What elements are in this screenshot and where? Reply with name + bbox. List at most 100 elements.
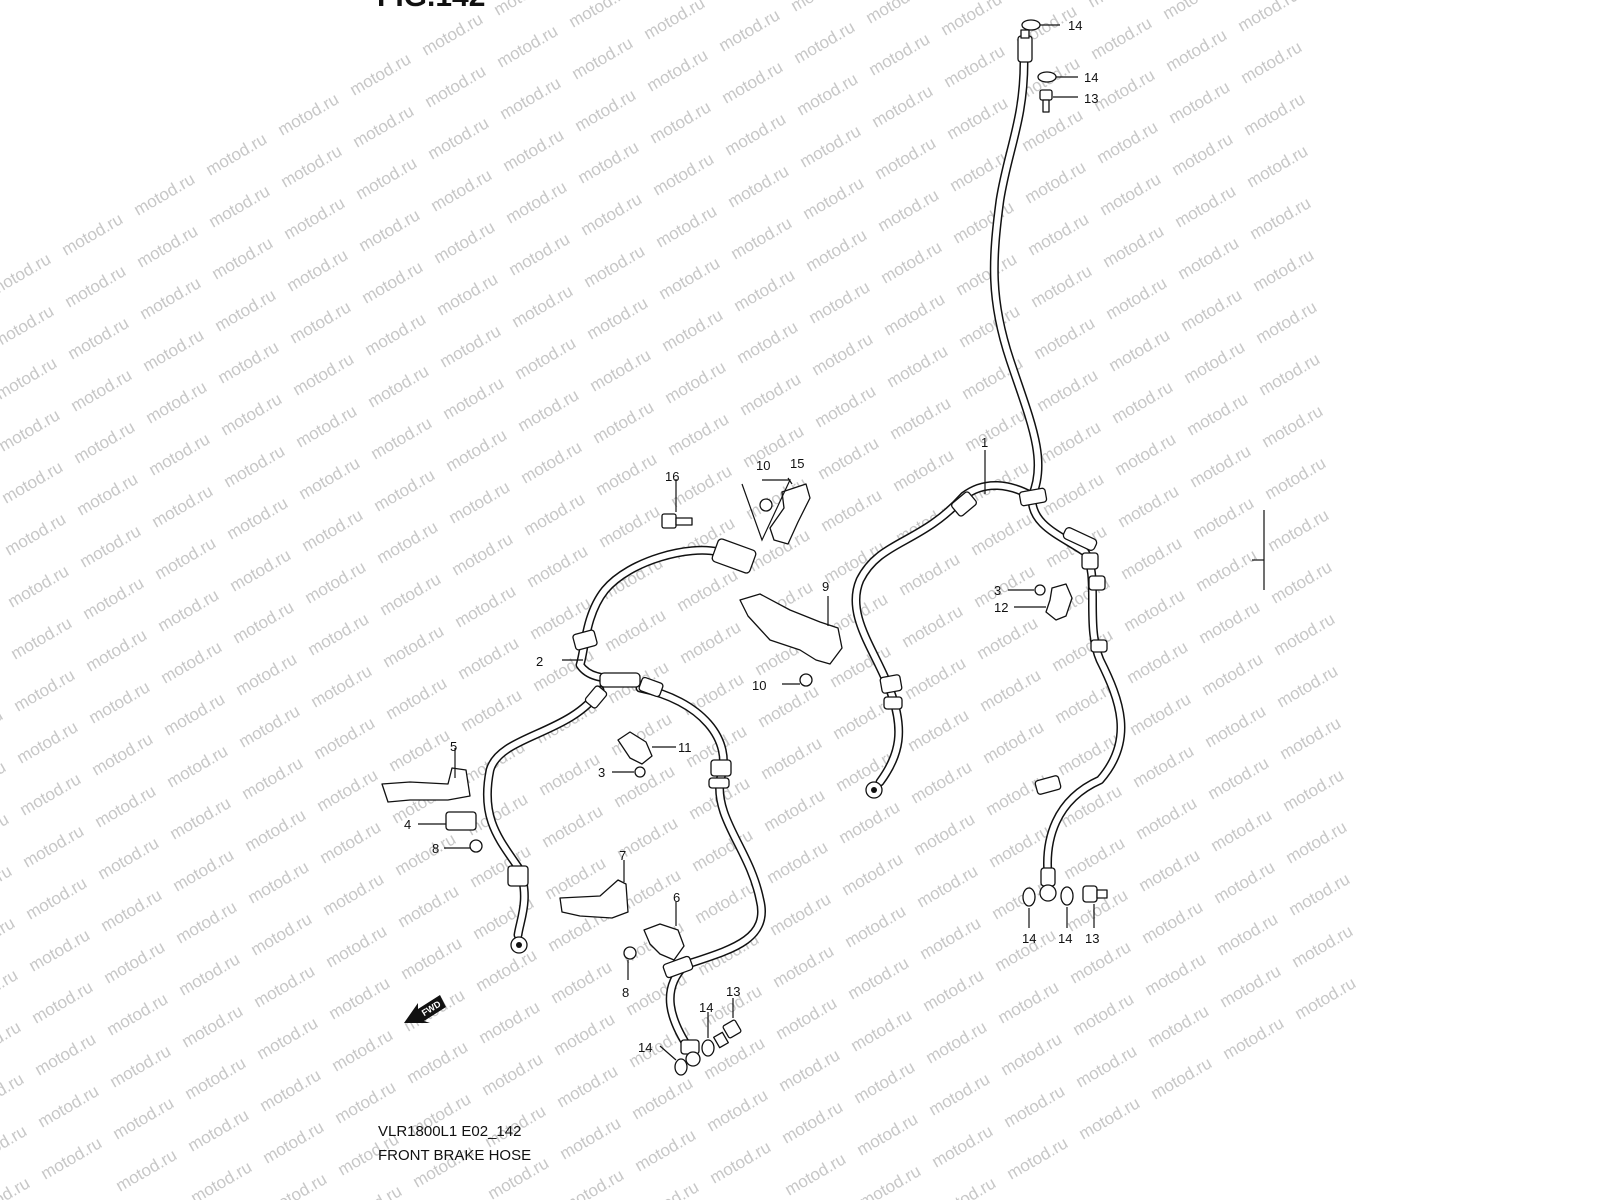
watermark-text: motod.ru bbox=[770, 941, 838, 991]
watermark-text: motod.ru bbox=[956, 301, 1024, 351]
watermark-text: motod.ru bbox=[380, 621, 448, 671]
callout-11: 11 bbox=[678, 740, 692, 755]
watermark-text: motod.ru bbox=[0, 705, 6, 755]
watermark-text: motod.ru bbox=[395, 881, 463, 931]
watermark-text: motod.ru bbox=[773, 993, 841, 1043]
watermark-text: motod.ru bbox=[881, 289, 949, 339]
watermark-text: motod.ru bbox=[1268, 557, 1336, 607]
watermark-text: motod.ru bbox=[788, 0, 856, 15]
watermark-text: motod.ru bbox=[1196, 597, 1264, 647]
watermark-text: motod.ru bbox=[1109, 377, 1177, 427]
callout-8: 8 bbox=[622, 985, 629, 1000]
clamp-6 bbox=[643, 923, 685, 961]
watermark-text: motod.ru bbox=[311, 713, 379, 763]
watermark-text: motod.ru bbox=[1181, 337, 1249, 387]
watermark-text: motod.ru bbox=[1259, 401, 1327, 451]
watermark-text: motod.ru bbox=[776, 1045, 844, 1095]
watermark-text: motod.ru bbox=[869, 81, 937, 131]
watermark-text: motod.ru bbox=[428, 165, 496, 215]
watermark-text: motod.ru bbox=[1019, 105, 1087, 155]
watermark-text: motod.ru bbox=[518, 437, 586, 487]
watermark-text: motod.ru bbox=[20, 821, 88, 871]
watermark-text: motod.ru bbox=[932, 1173, 1000, 1200]
watermark-text: motod.ru bbox=[473, 945, 541, 995]
watermark-text: motod.ru bbox=[854, 1109, 922, 1159]
screw-8-bottom bbox=[623, 946, 637, 960]
callout-14: 14 bbox=[1058, 931, 1072, 946]
callout-12: 12 bbox=[994, 600, 1008, 615]
watermark-text: motod.ru bbox=[434, 269, 502, 319]
watermark-text: motod.ru bbox=[260, 1117, 328, 1167]
watermark-text: motod.ru bbox=[506, 229, 574, 279]
watermark-text: motod.ru bbox=[779, 1097, 847, 1147]
watermark-text: motod.ru bbox=[176, 949, 244, 999]
watermark-text: motod.ru bbox=[320, 869, 388, 919]
watermark-text: motod.ru bbox=[968, 509, 1036, 559]
watermark-text: motod.ru bbox=[500, 125, 568, 175]
watermark-text: motod.ru bbox=[281, 193, 349, 243]
watermark-text: motod.ru bbox=[68, 365, 136, 415]
watermark-text: motod.ru bbox=[503, 177, 571, 227]
watermark-text: motod.ru bbox=[305, 609, 373, 659]
watermark-text: motod.ru bbox=[0, 249, 54, 299]
watermark-text: motod.ru bbox=[554, 1061, 622, 1111]
leader-lines bbox=[418, 24, 1265, 1061]
watermark-text: motod.ru bbox=[581, 241, 649, 291]
watermark-text: motod.ru bbox=[0, 457, 66, 507]
watermark-text: motod.ru bbox=[149, 481, 217, 531]
watermark-text: motod.ru bbox=[431, 217, 499, 267]
watermark-text: motod.ru bbox=[104, 989, 172, 1039]
watermark-text: motod.ru bbox=[95, 833, 163, 883]
watermark-text: motod.ru bbox=[761, 785, 829, 835]
watermark-text: motod.ru bbox=[1028, 261, 1096, 311]
watermark-text: motod.ru bbox=[1118, 533, 1186, 583]
callout-14: 14 bbox=[638, 1040, 652, 1055]
watermark-text: motod.ru bbox=[692, 877, 760, 927]
watermark-text: motod.ru bbox=[1034, 365, 1102, 415]
callout-6: 6 bbox=[673, 890, 680, 905]
watermark-text: motod.ru bbox=[1091, 65, 1159, 115]
watermark-text: motod.ru bbox=[239, 753, 307, 803]
watermark-text: motod.ru bbox=[1247, 193, 1315, 243]
watermark-text: motod.ru bbox=[1025, 209, 1093, 259]
watermark-text: motod.ru bbox=[578, 189, 646, 239]
washer-14-top bbox=[1021, 19, 1041, 31]
watermark-text: motod.ru bbox=[905, 705, 973, 755]
watermark-text: motod.ru bbox=[422, 61, 490, 111]
watermark-text: motod.ru bbox=[476, 997, 544, 1047]
watermark-text: motod.ru bbox=[1172, 181, 1240, 231]
watermark-text: motod.ru bbox=[584, 293, 652, 343]
watermark-text: motod.ru bbox=[1040, 469, 1108, 519]
watermark-text: motod.ru bbox=[224, 493, 292, 543]
watermark-text: motod.ru bbox=[1136, 845, 1204, 895]
watermark-text: motod.ru bbox=[140, 325, 208, 375]
callout-7: 7 bbox=[619, 848, 626, 863]
watermark-text: motod.ru bbox=[437, 321, 505, 371]
watermark-text: motod.ru bbox=[308, 661, 376, 711]
watermark-text: motod.ru bbox=[170, 845, 238, 895]
fwd-direction-arrow: FWD bbox=[404, 995, 446, 1023]
watermark-text: motod.ru bbox=[107, 1041, 175, 1091]
screw-10-lower bbox=[799, 673, 813, 687]
screw-8-left bbox=[469, 839, 483, 853]
watermark-text: motod.ru bbox=[1133, 793, 1201, 843]
watermark-text: motod.ru bbox=[1214, 909, 1282, 959]
clamp-15 bbox=[769, 483, 811, 545]
clamp-4 bbox=[445, 811, 477, 831]
watermark-text: motod.ru bbox=[1031, 313, 1099, 363]
watermark-text: motod.ru bbox=[977, 665, 1045, 715]
watermark-text: motod.ru bbox=[1106, 325, 1174, 375]
watermark-text: motod.ru bbox=[674, 565, 742, 615]
watermark-text: motod.ru bbox=[569, 33, 637, 83]
watermark-text: motod.ru bbox=[347, 49, 415, 99]
watermark-text: motod.ru bbox=[1112, 429, 1180, 479]
watermark-text: motod.ru bbox=[113, 1145, 181, 1195]
watermark-text: motod.ru bbox=[182, 1053, 250, 1103]
watermark-text: motod.ru bbox=[1115, 481, 1183, 531]
watermark-text: motod.ru bbox=[374, 517, 442, 567]
hose-2-fittings bbox=[507, 538, 757, 1067]
watermark-text: motod.ru bbox=[857, 1161, 925, 1200]
watermark-text: motod.ru bbox=[38, 1133, 106, 1183]
callout-13: 13 bbox=[1084, 91, 1098, 106]
watermark-text: motod.ru bbox=[98, 885, 166, 935]
